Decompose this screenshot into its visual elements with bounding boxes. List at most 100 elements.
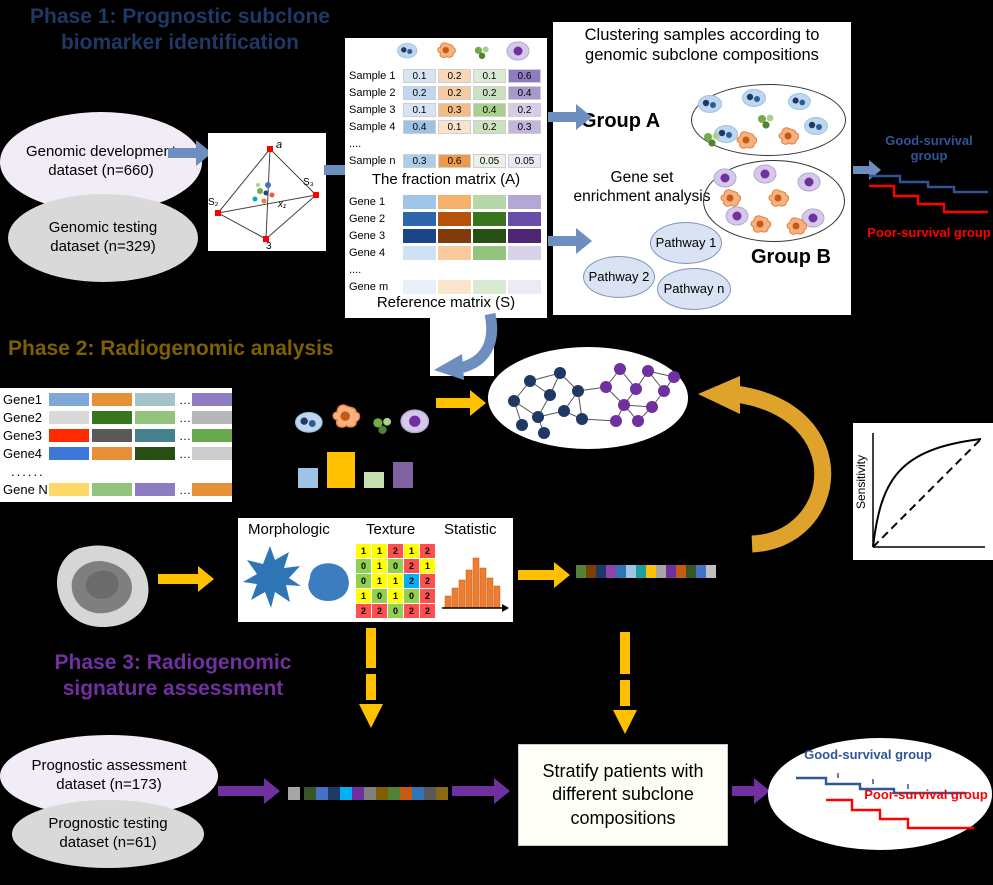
blue-cell-icon xyxy=(804,117,828,135)
poor-survival-curve xyxy=(869,184,988,214)
arrow-shape xyxy=(518,562,570,588)
gene-row: Gene2 … xyxy=(3,409,232,426)
fraction-value-cell: 0.05 xyxy=(473,154,506,168)
network-graph xyxy=(508,363,680,439)
dots-label: ...... xyxy=(11,464,45,479)
fraction-value-cell: 0.3 xyxy=(438,103,471,117)
expression-cell xyxy=(92,393,132,406)
subclone-fraction-bars xyxy=(298,440,438,488)
blue-cell-icon xyxy=(698,95,722,113)
feature-segment xyxy=(626,565,636,578)
purple-cell-icon xyxy=(797,172,821,192)
survival-curves xyxy=(869,174,988,214)
good-survival-label: Good-survival group xyxy=(885,133,973,163)
feature-segment xyxy=(364,787,376,800)
feature-segment xyxy=(424,787,436,800)
simplex-plot: a S₂ S₃ x₁ 3 xyxy=(208,139,319,252)
good-survival-curve xyxy=(796,776,966,795)
feature-segment xyxy=(316,787,328,800)
group-a-label: Group A xyxy=(581,110,661,132)
fraction-value-cell: 0.4 xyxy=(473,103,506,117)
fraction-value-cell: 0.2 xyxy=(438,86,471,100)
feature-segment xyxy=(606,565,616,578)
arrow-shape xyxy=(452,778,510,804)
expression-cell xyxy=(92,483,132,496)
feature-segment xyxy=(352,787,364,800)
arrow-head xyxy=(434,354,464,380)
gene-label: Gene 3 xyxy=(349,230,386,242)
poor-survival-label: Poor-survival group xyxy=(867,225,991,240)
genomic-development-dataset-label: Genomic development dataset (n=660) xyxy=(25,143,177,179)
expression-cell xyxy=(49,447,89,460)
texture-cell: 1 xyxy=(388,574,403,588)
pathway-2-label: Pathway 2 xyxy=(588,268,650,284)
feature-segment xyxy=(696,565,706,578)
texture-cell: 0 xyxy=(356,559,371,573)
feature-segment xyxy=(616,565,626,578)
stratify-patients-label: Stratify patients with different subclon… xyxy=(542,760,704,828)
texture-cell: 0 xyxy=(388,559,403,573)
fraction-matrix-row: Sample 3 0.1 0.3 0.4 0.2 xyxy=(349,102,543,118)
roc-curve xyxy=(872,438,982,548)
association-network-ellipse xyxy=(488,347,688,449)
feature-segment xyxy=(656,565,666,578)
fraction-value-cell: 0.2 xyxy=(403,86,436,100)
texture-cell: 2 xyxy=(356,604,371,618)
deconvolution-simplex-panel: a S₂ S₃ x₁ 3 xyxy=(208,133,326,252)
pathway-1-ellipse: Pathway 1 xyxy=(650,222,722,264)
reference-matrix-row: Gene 2 xyxy=(349,211,543,227)
reference-cell xyxy=(403,229,436,243)
fraction-matrix-row: Sample 1 0.1 0.2 0.1 0.6 xyxy=(349,68,543,84)
good-survival-label: Good-survival group xyxy=(804,747,932,762)
reference-cell xyxy=(508,229,541,243)
statistic-histogram xyxy=(442,557,509,612)
ellipsis: … xyxy=(179,392,191,407)
survival-plot-phase1: Good-survival group Poor-survival group xyxy=(866,133,992,264)
vertex-marker xyxy=(267,146,273,152)
sample-point xyxy=(263,190,269,196)
gene-label: Gene3 xyxy=(3,428,43,443)
roc-plot xyxy=(872,433,985,548)
texture-label: Texture xyxy=(366,521,416,538)
fraction-value-cell: 0.3 xyxy=(403,154,436,168)
texture-cell: 2 xyxy=(420,574,435,588)
feature-segment xyxy=(328,787,340,800)
sample-point xyxy=(261,198,267,204)
purple-cell-icon xyxy=(725,206,749,226)
sample-point xyxy=(265,182,271,188)
texture-cell: 2 xyxy=(388,544,403,558)
ellipsis: … xyxy=(179,410,191,425)
arrow-right-icon xyxy=(548,228,592,254)
prognostic-testing-dataset-ellipse: Prognostic testing dataset (n=61) xyxy=(12,800,204,868)
radiomic-nodes xyxy=(600,363,680,427)
reference-cell xyxy=(403,280,436,294)
reference-cell xyxy=(438,246,471,260)
clustering-panel: Clustering samples according to genomic … xyxy=(553,22,851,315)
gene-label: Gene1 xyxy=(3,392,43,407)
reference-cell xyxy=(508,195,541,209)
feature-segment xyxy=(304,787,316,800)
reference-matrix-row: Gene 1 xyxy=(349,194,543,210)
histogram-bars xyxy=(444,557,501,609)
tumor-segmentation-image xyxy=(56,545,149,628)
reference-cell xyxy=(473,195,506,209)
simplex-label-3: 3 xyxy=(266,241,272,251)
arrow-shape xyxy=(732,778,770,804)
expression-cell xyxy=(135,447,175,460)
sample-point xyxy=(252,196,258,202)
texture-cell: 1 xyxy=(404,544,419,558)
texture-cell: 2 xyxy=(404,559,419,573)
smooth-shape xyxy=(308,563,349,602)
statistic-label: Statistic xyxy=(444,521,497,538)
genomic-testing-dataset-ellipse: Genomic testing dataset (n=329) xyxy=(8,194,198,282)
feature-segment xyxy=(288,787,300,800)
arrow-head xyxy=(359,704,383,728)
texture-cell: 2 xyxy=(420,589,435,603)
reference-cell xyxy=(438,195,471,209)
fraction-matrix-row: Sample 4 0.4 0.1 0.2 0.3 xyxy=(349,119,543,135)
curved-arrow-down-icon xyxy=(434,312,498,380)
blue-cell-icon xyxy=(787,92,811,111)
simplex-label-s3: S₃ xyxy=(303,177,314,188)
fraction-value-cell: 0.2 xyxy=(508,103,541,117)
texture-cell: 0 xyxy=(404,589,419,603)
